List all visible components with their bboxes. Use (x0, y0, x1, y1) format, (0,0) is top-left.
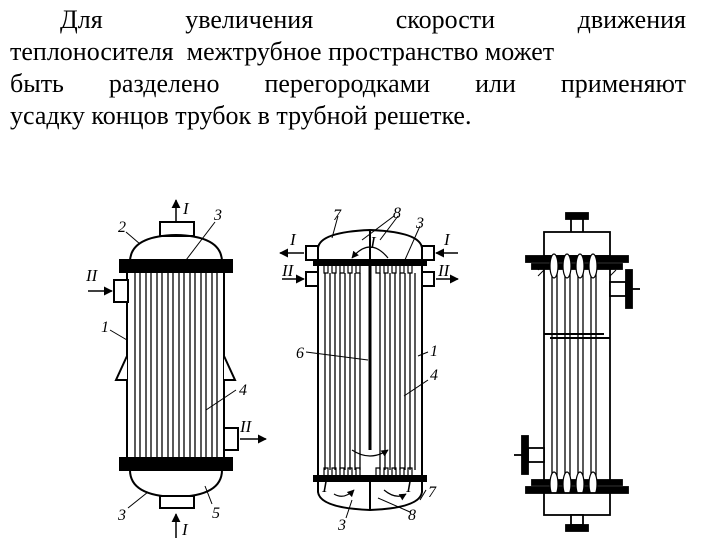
text-line-4: усадку концов трубок в трубной решетке. (10, 101, 472, 130)
flow-label-inner-bottom-left: I (321, 477, 329, 496)
bottom-nozzle (570, 514, 584, 526)
support-lug-left (114, 355, 128, 381)
word: увеличения (185, 5, 314, 34)
right-exchanger (514, 212, 640, 532)
tube-end-expansions (549, 253, 598, 279)
side-flange-right (625, 269, 633, 309)
flow-label-II-left: II (281, 261, 295, 280)
word: Для (60, 5, 103, 34)
label-1: 1 (430, 343, 438, 360)
label-3-bottom: 3 (117, 507, 126, 524)
tube-bundle (551, 262, 597, 486)
label-2: 2 (118, 219, 126, 236)
nozzle-II-left (305, 271, 319, 287)
flow-label-bottom: I (181, 520, 189, 539)
top-flange (119, 259, 233, 267)
label-5: 5 (212, 505, 220, 522)
top-tubesheet (119, 267, 233, 273)
shell-hatching (537, 263, 617, 277)
nozzle-I-left (305, 245, 319, 261)
label-4: 4 (239, 382, 247, 399)
bottom-tubesheet (119, 457, 233, 463)
flow-label-right: II (239, 417, 253, 436)
label-3-bottom: 3 (337, 517, 346, 534)
side-nozzle-right (609, 281, 627, 297)
turn-arrow-bottom-left (333, 489, 355, 498)
bottom-nozzle-flange (565, 524, 589, 532)
left-exchanger (88, 199, 267, 538)
flow-label-top: I (182, 199, 190, 218)
word: быть (10, 69, 64, 98)
text-line-3: быть разделено перегородками или применя… (10, 68, 686, 100)
top-head (543, 231, 611, 257)
text-line-2: теплоносителя межтрубное пространство мо… (10, 37, 555, 66)
label-3-top: 3 (415, 215, 424, 232)
flow-label-inner-top: I (369, 233, 377, 252)
support-lug-right (223, 355, 237, 381)
nozzle-II-right (421, 271, 435, 287)
left-exchanger-labels: I I II II 2 3 1 4 3 5 (85, 199, 253, 539)
flow-label-I-left: I (289, 230, 297, 249)
tube-ends-bottom (323, 467, 413, 476)
middle-exchanger (279, 215, 459, 519)
side-flange-left (521, 435, 529, 475)
turn-arrow-bottom-right (383, 489, 407, 501)
inlet-nozzle-II (113, 279, 129, 303)
label-7-top: 7 (333, 207, 342, 224)
turn-arrow-middle (351, 449, 389, 457)
word: скорости (395, 5, 496, 34)
label-1: 1 (101, 319, 109, 336)
middle-exchanger-labels: I I II II I I I 7 8 3 6 1 4 7 8 3 (281, 205, 451, 534)
tube-ends-top (323, 265, 413, 274)
word: или (475, 69, 516, 98)
nozzle-I-right (421, 245, 435, 261)
top-tubesheet (313, 259, 427, 266)
bottom-head (543, 492, 611, 516)
flow-label-II-right: II (437, 261, 451, 280)
tube-bundle (134, 272, 218, 458)
top-nozzle (570, 218, 584, 234)
word: применяют (560, 69, 686, 98)
bottom-nozzle (159, 495, 195, 509)
text-line-1: Для увеличения скорости движения (10, 4, 686, 36)
label-4: 4 (430, 367, 438, 384)
body-paragraph: Для увеличения скорости движения теплоно… (10, 4, 686, 132)
top-nozzle (159, 221, 195, 237)
word: разделено (108, 69, 220, 98)
side-nozzle-left (527, 447, 545, 463)
flow-label-left: II (85, 266, 99, 285)
flow-label-I-right: I (443, 230, 451, 249)
label-3-top: 3 (213, 207, 222, 224)
label-6: 6 (296, 345, 304, 362)
word: перегородками (264, 69, 431, 98)
label-7-bottom: 7 (428, 484, 437, 501)
tube-bundle (324, 273, 416, 470)
turn-arrow-top (351, 246, 389, 259)
bottom-flange (119, 463, 233, 471)
flow-label-inner-bottom-right: I (405, 477, 413, 496)
word: движения (577, 5, 686, 34)
label-8-bottom: 8 (408, 507, 416, 524)
outlet-nozzle-II (223, 427, 239, 451)
top-dome (129, 233, 223, 263)
label-8-top: 8 (393, 205, 401, 222)
